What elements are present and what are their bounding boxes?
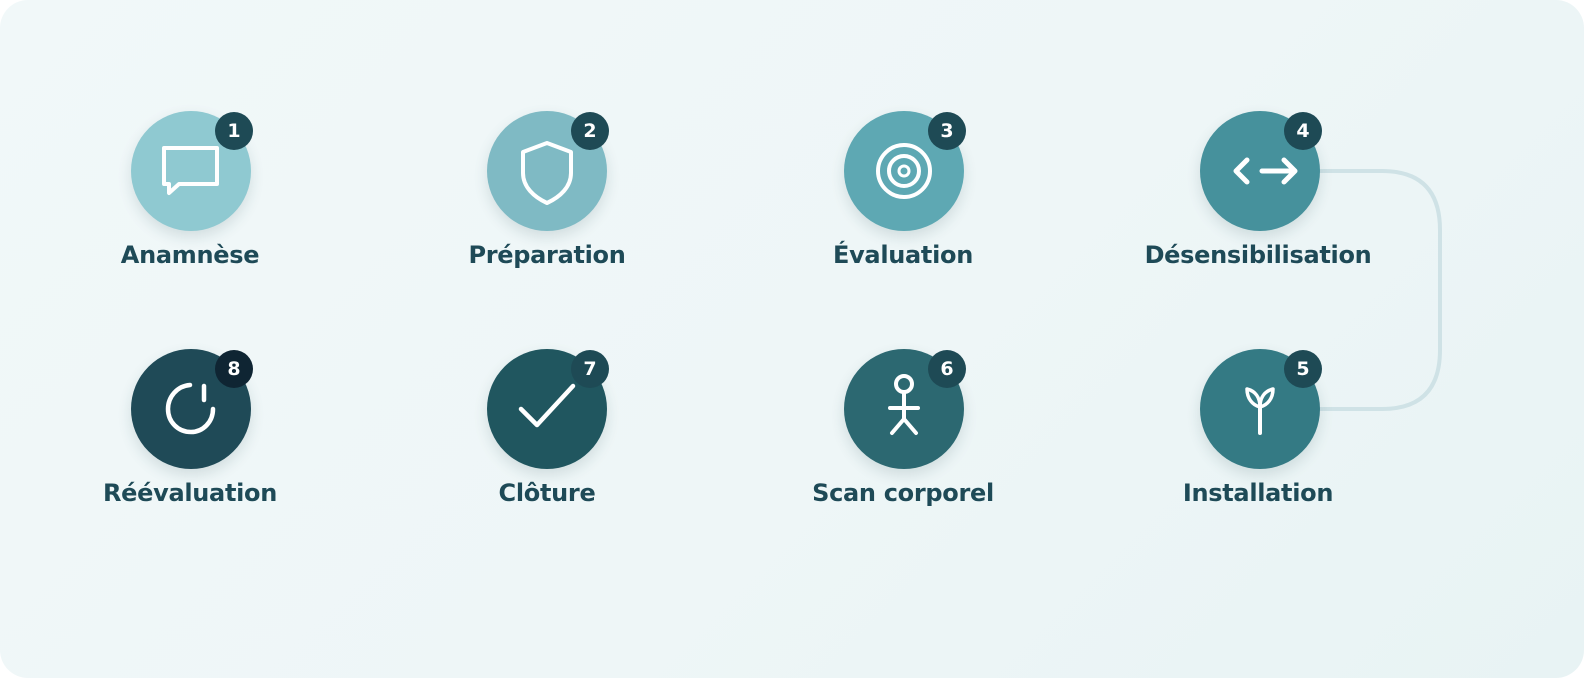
bidirectional-arrows-icon: [1233, 157, 1298, 185]
step-8-label: Réévaluation: [102, 479, 278, 507]
step-8-circle: 8: [131, 349, 253, 469]
sprout-icon: [1245, 387, 1275, 435]
shield-icon: [521, 141, 573, 205]
step-2-badge: 2: [571, 112, 609, 150]
step-7-label: Clôture: [498, 479, 596, 507]
step-6-badge: 6: [928, 350, 966, 388]
step-1-label: Anamnèse: [120, 241, 260, 269]
chat-bubble-icon: [162, 146, 219, 195]
step-5-circle: 5: [1200, 349, 1322, 469]
step-2-label: Préparation: [468, 241, 626, 269]
step-5-badge: 5: [1284, 350, 1322, 388]
refresh-icon: [165, 382, 216, 435]
step-6-circle: 6: [844, 349, 966, 469]
step-7-circle: 7: [487, 349, 609, 469]
person-icon: [888, 374, 920, 435]
target-icon: [876, 143, 932, 199]
step-3-label: Évaluation: [832, 241, 974, 269]
step-6-label: Scan corporel: [812, 479, 994, 507]
checkmark-icon: [518, 383, 576, 428]
step-3-badge: 3: [928, 112, 966, 150]
connector-loop: [1308, 169, 1442, 411]
step-8-badge: 8: [215, 350, 253, 388]
step-4-label: Désensibilisation: [1144, 241, 1372, 269]
step-2-circle: 2: [487, 111, 609, 231]
step-3-circle: 3: [844, 111, 966, 231]
step-1-badge: 1: [215, 112, 253, 150]
step-7-badge: 7: [571, 350, 609, 388]
step-5-label: Installation: [1182, 479, 1334, 507]
step-1-circle: 1: [131, 111, 253, 231]
step-4-circle: 4: [1200, 111, 1322, 231]
step-4-badge: 4: [1284, 112, 1322, 150]
